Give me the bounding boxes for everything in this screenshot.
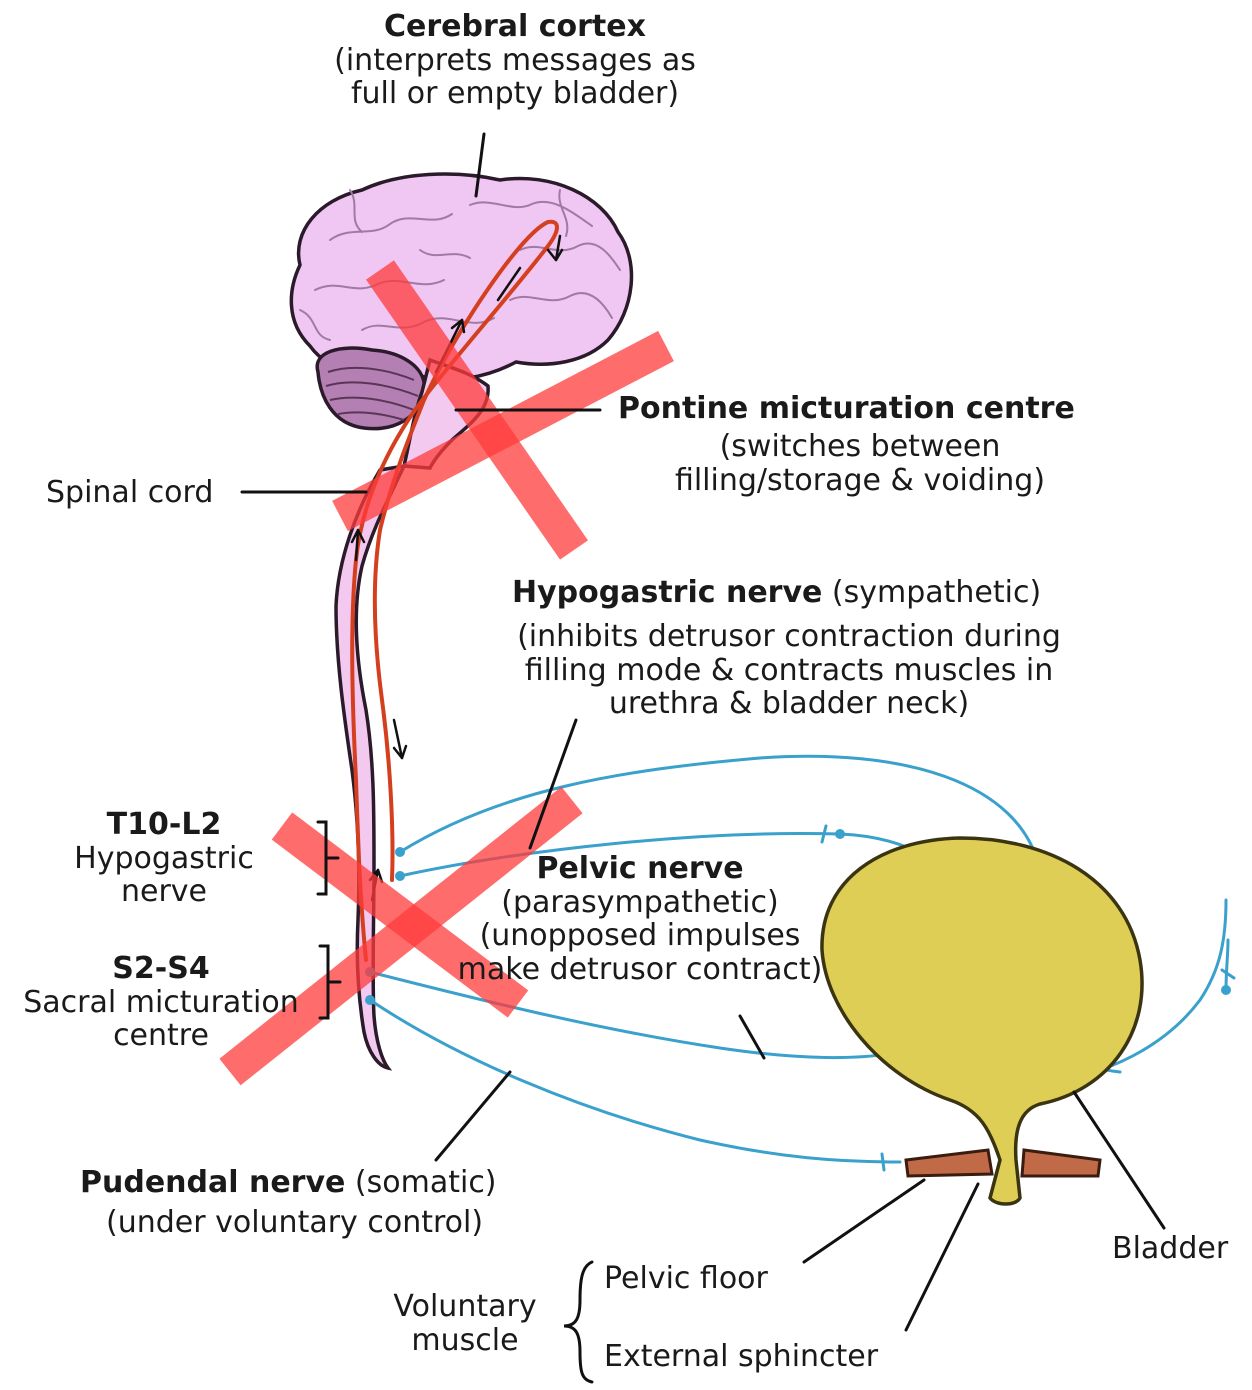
hypogastric-line1: (inhibits detrusor contraction during (506, 620, 1072, 654)
t10-l2-title: T10-L2 (46, 808, 282, 842)
cerebral-cortex-label: Cerebral cortex (interprets messages as … (330, 10, 700, 111)
pudendal-title: Pudendal nerve (80, 1165, 345, 1200)
hypogastric-heading: Hypogastric nerve (sympathetic) (512, 576, 1041, 610)
pelvic-nerve-line3: make detrusor contract) (450, 953, 830, 987)
pudendal-type: (somatic) (355, 1165, 497, 1200)
pelvic-nerve-line2: (unopposed impulses (450, 919, 830, 953)
spinal-cord-label: Spinal cord (46, 476, 213, 510)
hypogastric-line2: filling mode & contracts muscles in (506, 654, 1072, 688)
bladder-group (822, 838, 1142, 1204)
voluntary-muscle-label: Voluntary muscle (384, 1290, 546, 1357)
bladder-label: Bladder (1112, 1232, 1228, 1266)
pudendal-line1: (under voluntary control) (106, 1206, 483, 1240)
t10-l2-line1: Hypogastric (46, 842, 282, 876)
hypogastric-desc: (inhibits detrusor contraction during fi… (506, 620, 1072, 721)
pelvic-nerve-line1: (parasympathetic) (450, 886, 830, 920)
t10-l2-line2: nerve (46, 875, 282, 909)
s2-s4-title: S2-S4 (8, 952, 314, 986)
pelvic-floor-label: Pelvic floor (604, 1262, 768, 1296)
cerebral-cortex-title: Cerebral cortex (330, 10, 700, 44)
s2-s4-label: S2-S4 Sacral micturation centre (8, 952, 314, 1053)
bladder (822, 838, 1142, 1204)
cerebral-cortex-line2: full or empty bladder) (330, 77, 700, 111)
voluntary-line1: Voluntary (384, 1290, 546, 1324)
external-sphincter-label: External sphincter (604, 1340, 878, 1374)
pelvic-nerve-label: Pelvic nerve (parasympathetic) (unoppose… (450, 852, 830, 986)
t10-l2-label: T10-L2 Hypogastric nerve (46, 808, 282, 909)
pontine-desc: (switches between filling/storage & void… (660, 430, 1060, 497)
pontine-line2: filling/storage & voiding) (660, 464, 1060, 498)
pontine-line1: (switches between (660, 430, 1060, 464)
pelvic-nerve-title: Pelvic nerve (450, 852, 830, 886)
s2-s4-line1: Sacral micturation (8, 986, 314, 1020)
pudendal-heading: Pudendal nerve (somatic) (80, 1166, 497, 1200)
cerebral-cortex-line1: (interprets messages as (330, 44, 700, 78)
voluntary-line2: muscle (384, 1324, 546, 1358)
hypogastric-line3: urethra & bladder neck) (506, 687, 1072, 721)
external-sphincter-muscle (1022, 1150, 1100, 1176)
pontine-title: Pontine micturation centre (618, 392, 1075, 426)
hypogastric-title: Hypogastric nerve (512, 575, 822, 610)
pelvic-floor-muscle (906, 1150, 992, 1176)
hypogastric-type: (sympathetic) (832, 575, 1041, 610)
s2-s4-line2: centre (8, 1019, 314, 1053)
